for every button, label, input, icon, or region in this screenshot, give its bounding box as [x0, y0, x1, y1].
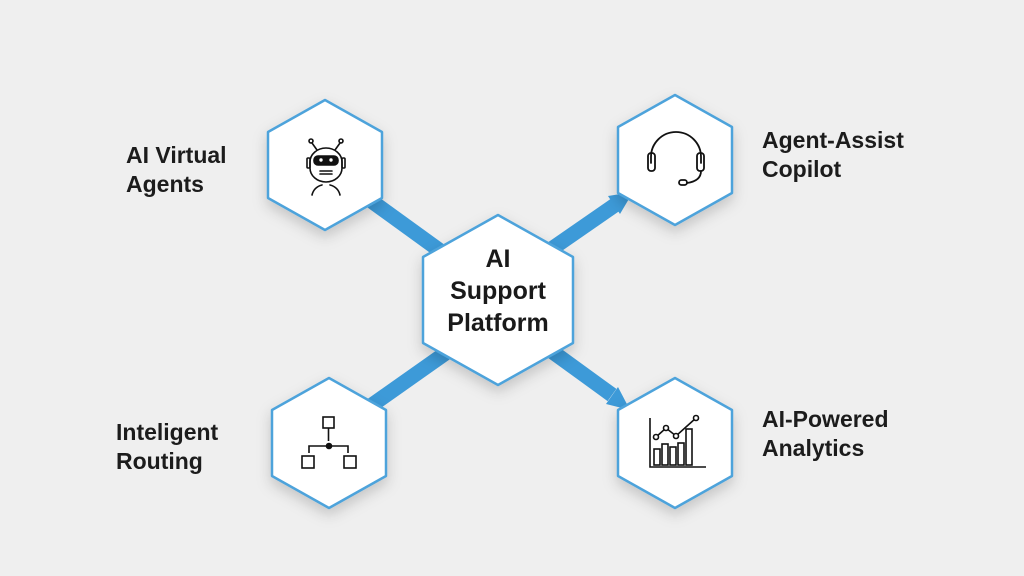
- center-label-line3: Platform: [447, 309, 549, 337]
- label-line: Agents: [126, 171, 204, 197]
- hex-center[interactable]: [421, 213, 575, 387]
- label-line: Inteligent: [116, 419, 219, 445]
- headset-icon: [647, 131, 705, 186]
- label-line: Routing: [116, 448, 203, 474]
- label-agent-assist: Agent-Assist Copilot: [762, 126, 904, 184]
- connector-agent-assist: [545, 198, 620, 257]
- connector-analytics: [545, 343, 617, 402]
- label-line: Copilot: [762, 156, 842, 182]
- center-label-line1: AI: [485, 245, 511, 273]
- routing-network-icon: [301, 416, 357, 469]
- bar-line-chart-icon: [649, 414, 706, 468]
- connector-routing: [367, 343, 455, 412]
- center-label-line2: Support: [450, 277, 546, 305]
- hex-analytics[interactable]: [616, 376, 734, 510]
- label-line: AI Virtual: [126, 142, 227, 168]
- label-analytics: AI-Powered Analytics: [762, 405, 889, 463]
- label-routing: Inteligent Routing: [116, 418, 218, 476]
- center-node-label: AI Support Platform: [423, 243, 573, 339]
- label-line: Analytics: [762, 435, 865, 461]
- label-line: Agent-Assist: [762, 127, 904, 153]
- hex-agent-assist[interactable]: [616, 93, 734, 227]
- robot-icon: [306, 138, 346, 196]
- label-line: AI-Powered: [762, 406, 889, 432]
- label-virtual-agents: AI Virtual Agents: [126, 141, 227, 199]
- arrowhead-analytics: [606, 387, 630, 410]
